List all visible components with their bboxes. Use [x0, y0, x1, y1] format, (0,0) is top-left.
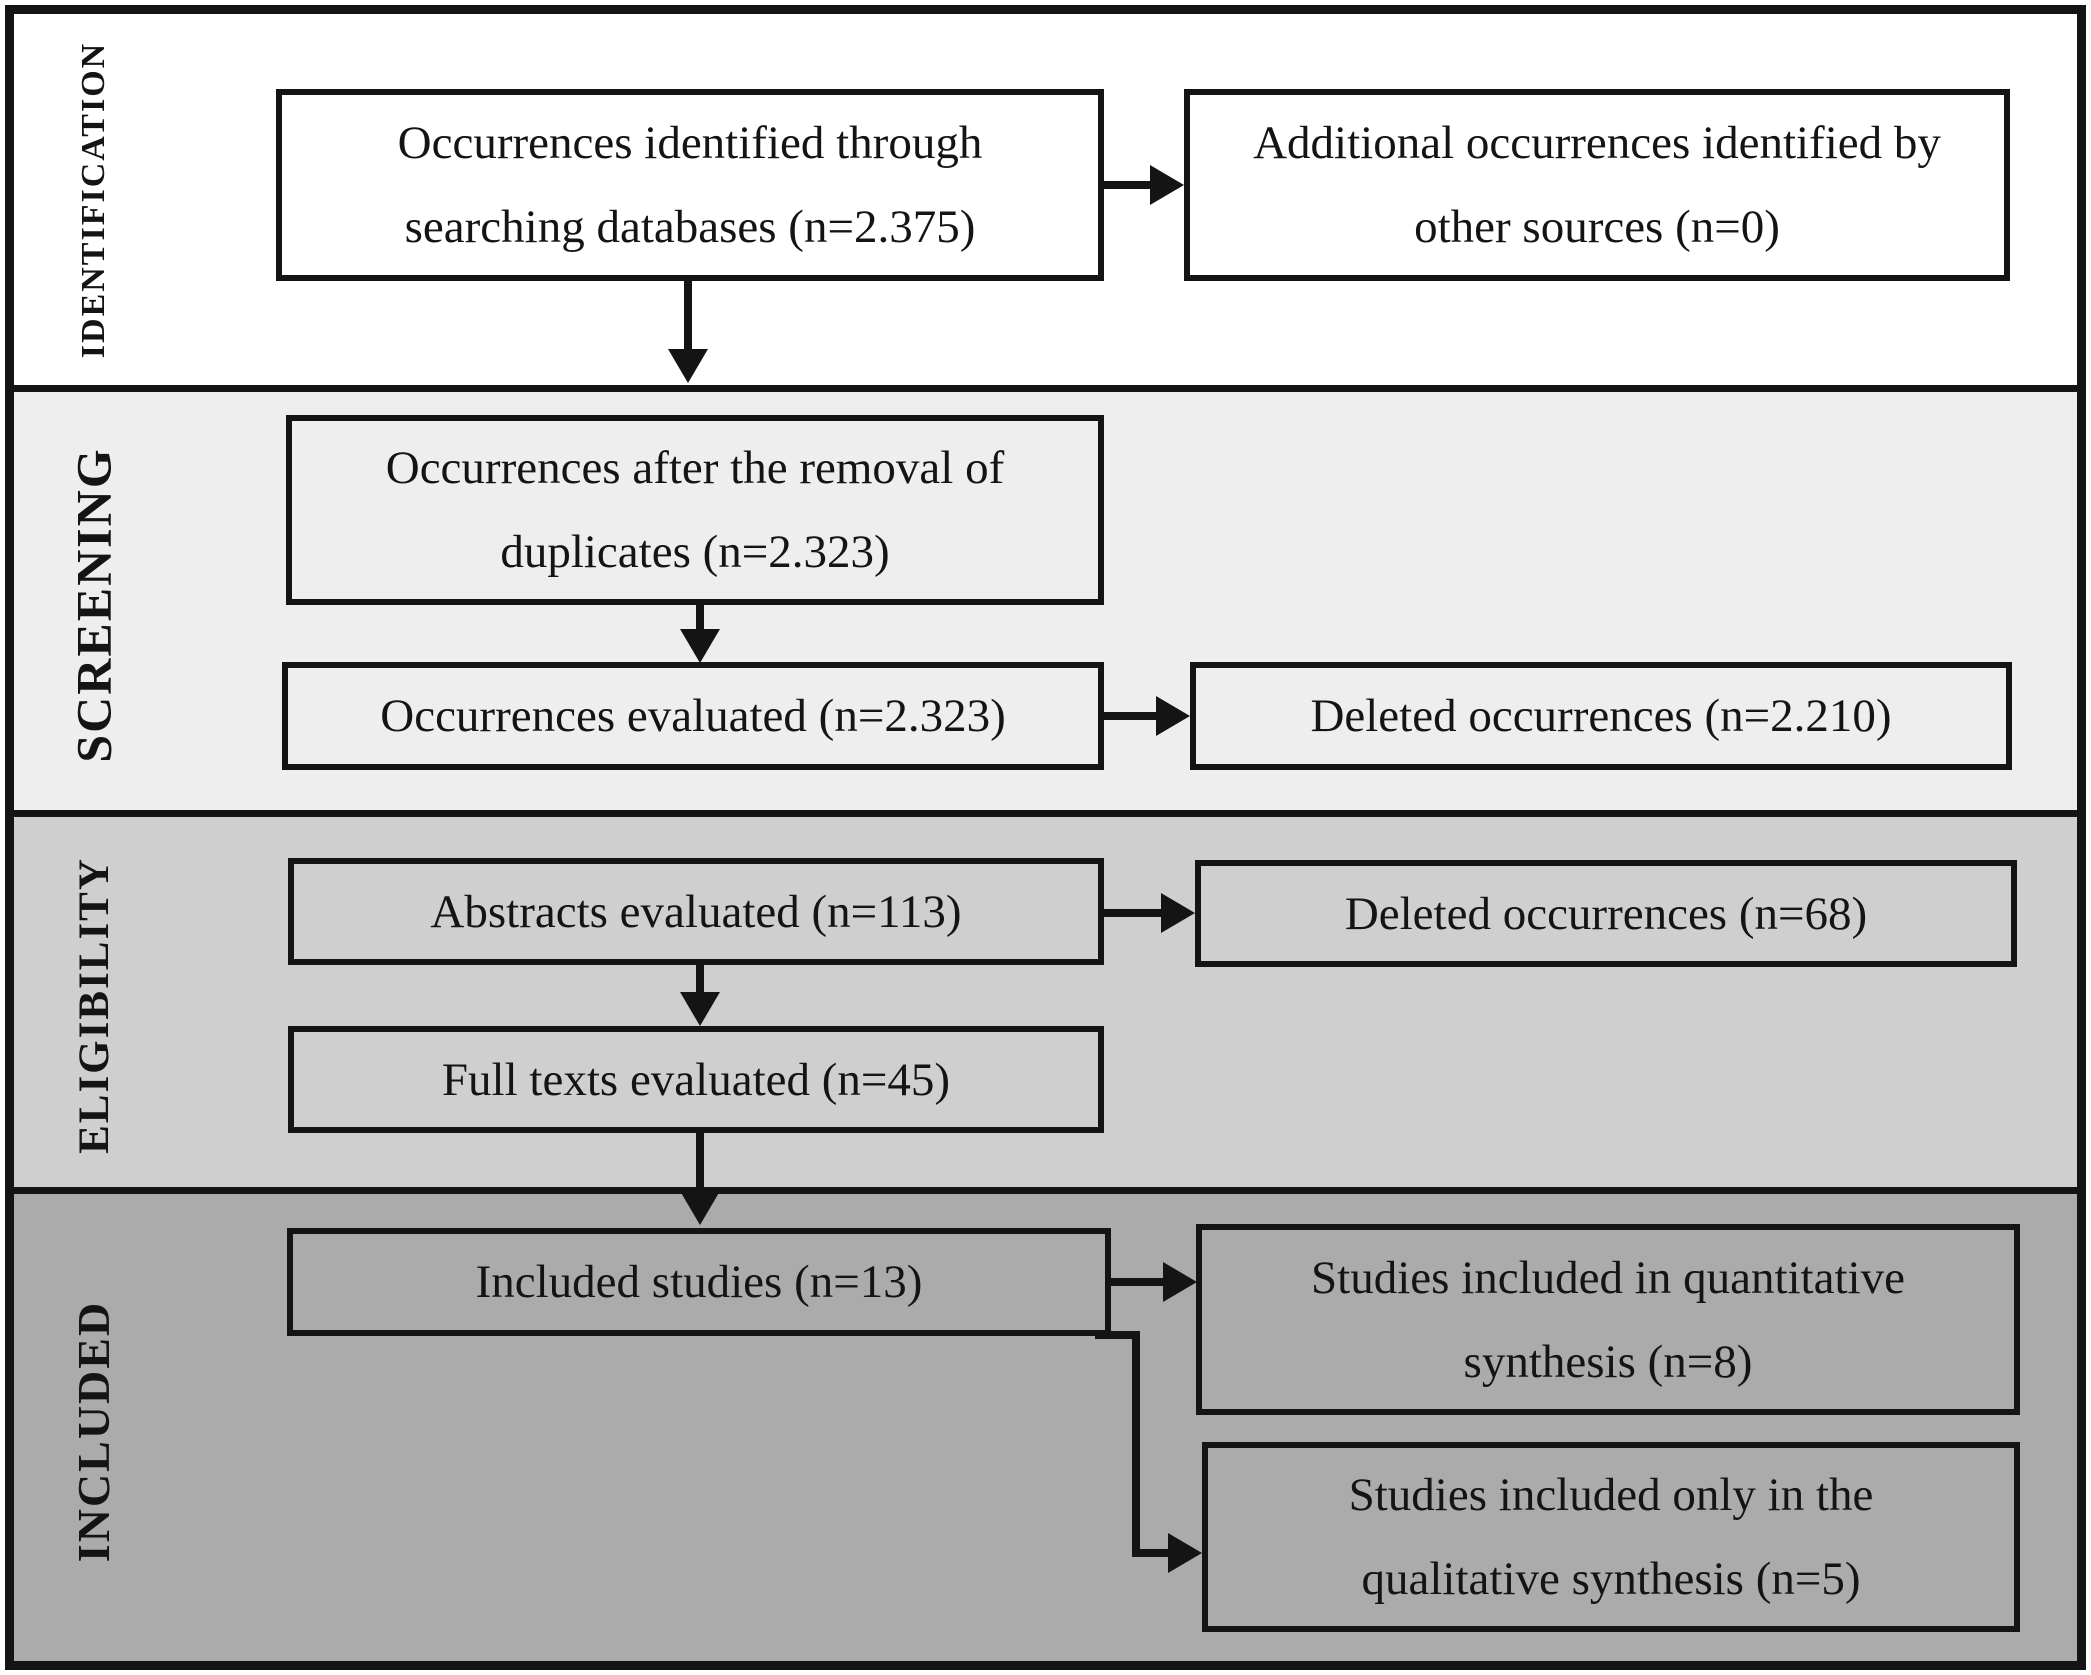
box-text-line: synthesis (n=8) — [1463, 1335, 1753, 1388]
box-occurrences-identified: Occurrences identified through searching… — [276, 89, 1104, 281]
arrowhead-right-icon — [1163, 1262, 1197, 1302]
box-text-line: duplicates (n=2.323) — [500, 526, 890, 578]
box-text-line: Studies included only in the — [1348, 1469, 1874, 1521]
arrow-included-to-qualitative-seg3 — [1132, 1549, 1168, 1557]
arrow-evaluated-to-deleted — [1104, 712, 1156, 720]
box-text-line: Occurrences after the removal of — [385, 442, 1005, 494]
box-full-texts-evaluated: Full texts evaluated (n=45) — [288, 1026, 1104, 1133]
band-label-screening: SCREENING — [14, 392, 174, 817]
box-text-line: Studies included in quantitative — [1311, 1251, 1905, 1304]
box-deleted-occurrences-eligibility: Deleted occurrences (n=68) — [1195, 860, 2017, 967]
arrowhead-down-icon — [680, 992, 720, 1026]
band-label-text: ELIGIBILITY — [70, 857, 118, 1154]
arrowhead-down-icon — [680, 1191, 720, 1225]
arrow-abstracts-to-fulltexts — [696, 963, 704, 992]
band-label-text: INCLUDED — [68, 1300, 120, 1562]
box-text-line: Deleted occurrences (n=2.210) — [1310, 690, 1892, 742]
box-occurrences-evaluated: Occurrences evaluated (n=2.323) — [282, 662, 1104, 770]
box-text-line: Deleted occurrences (n=68) — [1344, 887, 1868, 940]
arrow-included-to-qualitative-seg1 — [1095, 1331, 1140, 1339]
band-label-included: INCLUDED — [14, 1194, 174, 1668]
box-deleted-occurrences-screening: Deleted occurrences (n=2.210) — [1190, 662, 2012, 770]
box-text-line: qualitative synthesis (n=5) — [1361, 1553, 1861, 1605]
box-text-line: Full texts evaluated (n=45) — [441, 1053, 951, 1106]
arrowhead-right-icon — [1150, 165, 1184, 205]
band-label-eligibility: ELIGIBILITY — [14, 817, 174, 1194]
arrow-included-to-qualitative-seg2 — [1132, 1331, 1140, 1557]
box-included-studies: Included studies (n=13) — [287, 1228, 1111, 1336]
box-abstracts-evaluated: Abstracts evaluated (n=113) — [288, 858, 1104, 965]
box-text-line: searching databases (n=2.375) — [404, 201, 976, 253]
box-additional-occurrences: Additional occurrences identified by oth… — [1184, 89, 2010, 281]
band-label-identification: IDENTIFICATION — [14, 14, 174, 385]
arrow-identified-to-screening — [684, 281, 692, 349]
box-after-duplicates: Occurrences after the removal of duplica… — [286, 415, 1104, 605]
box-text-line: Included studies (n=13) — [475, 1256, 923, 1308]
box-quantitative-synthesis: Studies included in quantitative synthes… — [1196, 1224, 2020, 1415]
band-label-text: IDENTIFICATION — [75, 41, 113, 358]
arrowhead-right-icon — [1161, 893, 1195, 933]
arrow-included-to-quantitative — [1111, 1278, 1163, 1286]
box-text-line: Occurrences identified through — [397, 117, 983, 169]
arrow-abstracts-to-deleted — [1104, 909, 1161, 917]
arrowhead-right-icon — [1156, 696, 1190, 736]
box-qualitative-synthesis: Studies included only in the qualitative… — [1202, 1442, 2020, 1632]
arrow-fulltexts-to-included — [696, 1131, 704, 1191]
arrow-duplicates-to-evaluated — [696, 603, 704, 629]
box-text-line: Abstracts evaluated (n=113) — [430, 885, 962, 938]
arrowhead-down-icon — [680, 629, 720, 663]
band-included: INCLUDED — [14, 1187, 2077, 1668]
band-label-text: SCREENING — [66, 446, 123, 763]
arrow-identified-to-additional — [1104, 181, 1152, 189]
box-text-line: other sources (n=0) — [1414, 201, 1780, 253]
box-text-line: Additional occurrences identified by — [1253, 117, 1941, 169]
box-text-line: Occurrences evaluated (n=2.323) — [380, 690, 1006, 742]
arrowhead-down-icon — [668, 349, 708, 383]
arrowhead-right-icon — [1168, 1533, 1202, 1573]
